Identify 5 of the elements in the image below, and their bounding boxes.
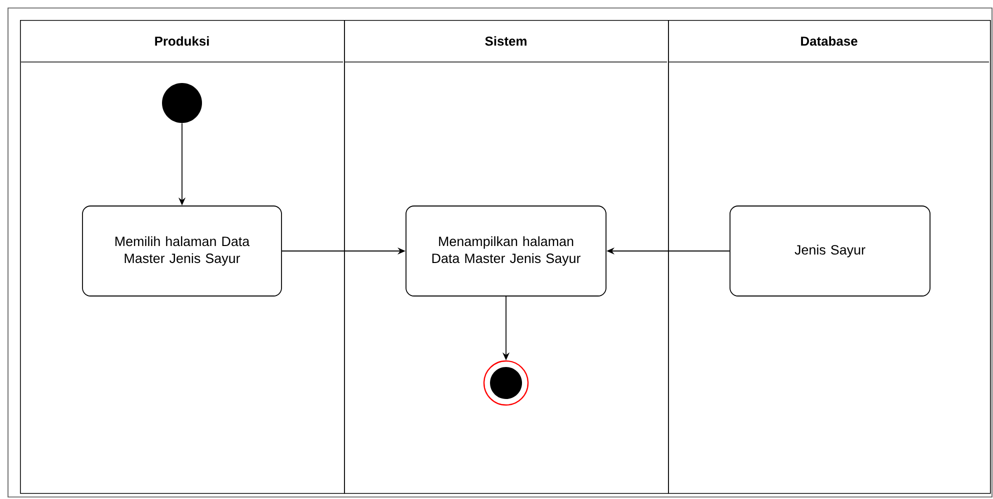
initial-node bbox=[162, 83, 202, 123]
action-box: Jenis Sayur bbox=[730, 206, 930, 296]
action-box: Menampilkan halaman Data Master Jenis Sayur bbox=[406, 206, 606, 296]
action-box: Memilih halaman Data Master Jenis Sayur bbox=[82, 206, 282, 296]
final-node bbox=[483, 360, 529, 406]
